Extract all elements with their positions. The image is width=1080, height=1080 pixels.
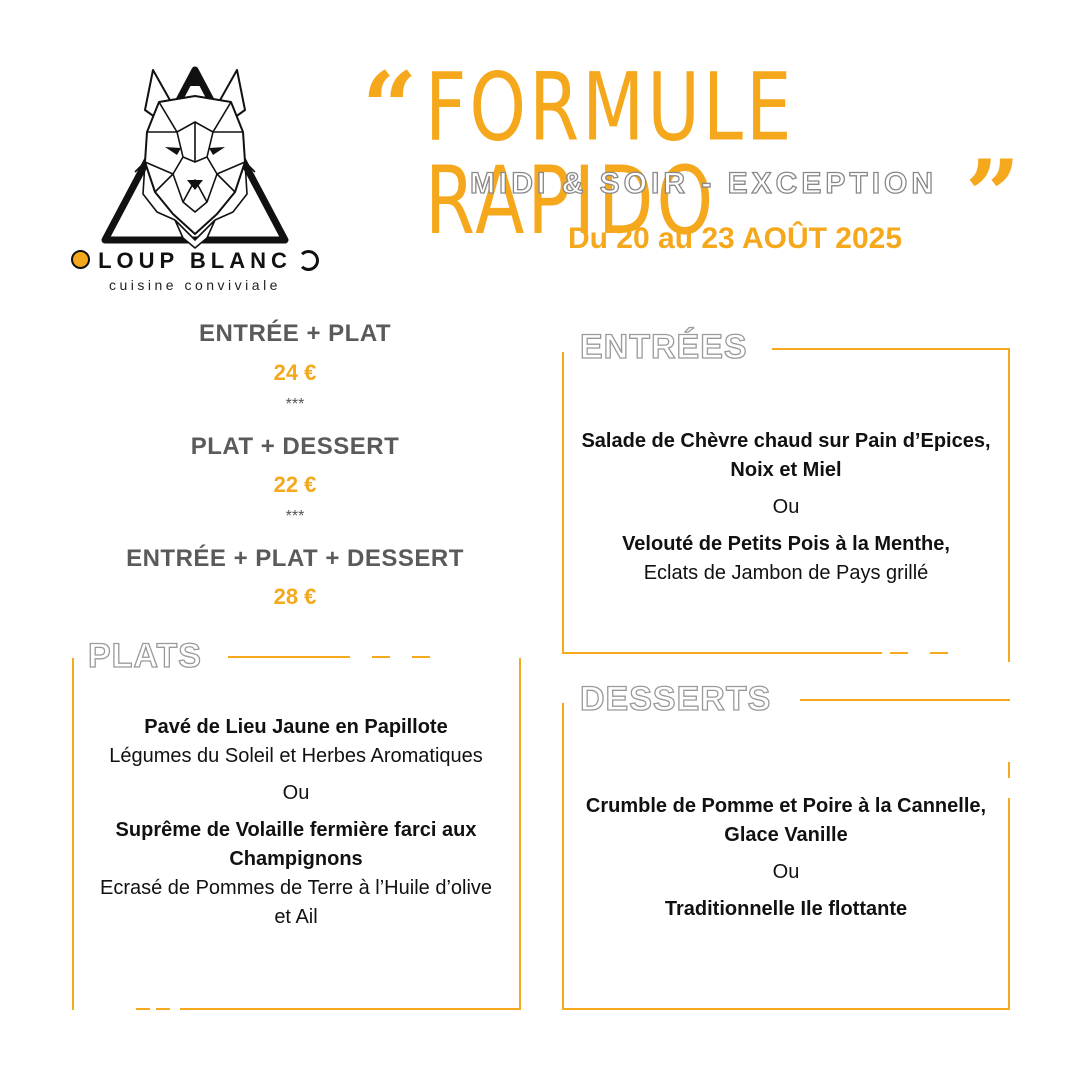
page-subtitle: MIDI & SOIR - EXCEPTION [469,166,938,200]
formula-price: 24 € [273,360,317,385]
plats-menu: Pavé de Lieu Jaune en Papillote Légumes … [90,713,502,932]
menu-item-detail: Légumes du Soleil et Herbes Aromatiques [109,745,483,767]
menu-item-name: Velouté de Petits Pois à la Menthe, [622,533,950,555]
wolf-head-triangle-icon [101,66,289,250]
menu-item-detail: Ecrasé de Pommes de Terre à l’Huile d’ol… [99,877,493,928]
brand-name-text: LOUP BLANC [98,248,292,273]
menu-item-name: Suprême de Volaille fermière farci aux C… [115,819,477,870]
desserts-menu: Crumble de Pomme et Poire à la Cannelle,… [580,792,992,924]
formula-label: PLAT + DESSERT [190,433,400,460]
menu-item-name: Pavé de Lieu Jaune en Papillote [144,716,448,738]
formula-price: 22 € [273,472,317,497]
plats-title: PLATS [87,636,202,675]
or-separator: Ou [772,861,800,883]
date-range: Du 20 au 23 AOÛT 2025 [567,222,903,255]
entrees-title: ENTRÉES [579,327,748,366]
formula-separator: *** [285,508,305,525]
formula-price: 28 € [273,584,317,609]
page-title: FORMULE RAPIDO [425,52,795,255]
close-quote: ” [965,139,1021,252]
menu-item-name: Crumble de Pomme et Poire à la Cannelle,… [585,795,987,846]
entrees-menu: Salade de Chèvre chaud sur Pain d’Epices… [580,427,992,588]
or-separator: Ou [282,782,310,804]
brand-initial-o-icon [71,250,91,269]
menu-item-name: Salade de Chèvre chaud sur Pain d’Epices… [581,430,991,481]
open-quote: “ [362,51,418,164]
menu-item-detail: Eclats de Jambon de Pays grillé [643,562,929,584]
or-separator: Ou [772,496,800,518]
brand-final-c-icon [297,250,319,271]
brand-name: LOUP BLANC [60,248,330,274]
menu-item-name: Traditionnelle Ile flottante [664,898,908,920]
formula-separator: *** [285,396,305,413]
brand-tagline: cuisine conviviale [109,277,281,293]
formula-label: ENTRÉE + PLAT [198,320,392,347]
desserts-title: DESSERTS [579,679,772,718]
formula-label: ENTRÉE + PLAT + DESSERT [126,545,464,572]
